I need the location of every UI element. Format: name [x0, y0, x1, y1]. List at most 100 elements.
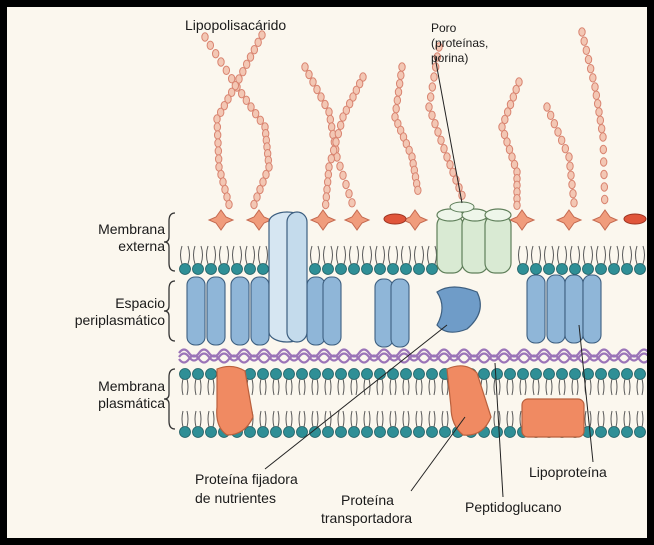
lipid-head	[505, 369, 516, 380]
lipid-tail	[195, 411, 201, 427]
lipid-head	[414, 264, 425, 275]
lipid-head	[310, 369, 321, 380]
lipid-head	[297, 427, 308, 438]
lps-chain	[593, 91, 599, 99]
lipid-tail	[324, 246, 333, 264]
lipid-head	[297, 369, 308, 380]
lipid-head	[531, 369, 542, 380]
lipid-head	[401, 427, 412, 438]
label-lipoproteina: Lipoproteína	[529, 464, 607, 481]
lps-chain	[343, 180, 349, 188]
lipoprotein	[251, 277, 269, 345]
lipid-tail	[415, 246, 424, 264]
lipid-tail	[233, 246, 242, 264]
lps-chain	[251, 45, 257, 53]
lipid-head	[440, 427, 451, 438]
lipid-tail	[311, 246, 320, 264]
lipid-tail	[286, 379, 292, 395]
lipopolysaccharide-chains	[202, 28, 646, 230]
lipid-head	[349, 369, 360, 380]
lps-chain	[558, 136, 564, 144]
label-poro-2: (proteínas,	[431, 36, 488, 50]
lps-chain	[257, 116, 263, 124]
lipid-tail	[338, 411, 344, 427]
lipid-head	[336, 264, 347, 275]
lipid-tail	[429, 379, 435, 395]
lipid-head	[531, 264, 542, 275]
porin-cylinder	[462, 215, 488, 273]
lps-chain	[252, 109, 258, 117]
lipid-head	[362, 427, 373, 438]
lipid-head	[635, 369, 646, 380]
lps-chain	[318, 93, 324, 101]
lps-chain	[310, 78, 316, 86]
label-proteina-transportadora-2: transportadora	[321, 510, 412, 527]
lipid-tail	[390, 411, 396, 427]
lps-chain	[600, 145, 606, 153]
lps-chain	[435, 128, 441, 136]
outer-channel-protein	[287, 212, 307, 342]
lipid-head	[427, 264, 438, 275]
lps-chain	[570, 189, 576, 197]
transporter-protein	[522, 399, 584, 437]
lps-chain	[214, 123, 220, 131]
lps-chain	[590, 74, 596, 82]
lipid-tail	[389, 246, 398, 264]
lipid-head	[596, 369, 607, 380]
lipid-head	[622, 427, 633, 438]
lipid-tail	[299, 379, 305, 395]
lipoprotein	[375, 279, 393, 347]
lipoprotein	[527, 275, 545, 343]
lipid-tail	[350, 246, 359, 264]
lipid-head	[596, 264, 607, 275]
label-proteina-fijadora-1: Proteína fijadora	[195, 471, 298, 488]
lipid-head	[401, 264, 412, 275]
lipid-tail	[532, 246, 541, 264]
lipoprotein	[323, 277, 341, 345]
lipid-head	[180, 369, 191, 380]
lipid-head	[323, 369, 334, 380]
lps-chain	[600, 158, 606, 166]
lps-core	[510, 210, 534, 230]
lps-chain	[243, 60, 249, 68]
lipid-tail	[377, 411, 383, 427]
lipoprotein	[231, 277, 249, 345]
lps-chain	[340, 171, 346, 179]
lps-chain	[447, 160, 453, 168]
lps-chain	[322, 100, 328, 108]
lipid-head	[518, 369, 529, 380]
lps-chain	[598, 124, 604, 132]
lipid-tail	[546, 379, 552, 395]
lps-chain	[337, 121, 343, 129]
lipid-tail	[558, 246, 567, 264]
lps-core	[209, 210, 233, 230]
lipid-tail	[351, 411, 357, 427]
lipid-tail	[260, 411, 266, 427]
lps-chain	[571, 199, 577, 207]
lipoprotein	[565, 275, 583, 343]
lipid-head	[492, 369, 503, 380]
lps-chain	[322, 200, 328, 208]
lipid-head	[544, 369, 555, 380]
lipid-tail	[273, 411, 279, 427]
label-proteina-fijadora-2: de nutrientes	[195, 490, 276, 507]
label-membrana-plasmatica-2: plasmática	[47, 395, 165, 412]
lipid-head	[180, 427, 191, 438]
lipid-head	[570, 369, 581, 380]
lipid-tail	[402, 246, 411, 264]
lipoprotein	[547, 275, 565, 343]
lipid-head	[609, 264, 620, 275]
lipid-tail	[181, 246, 190, 264]
lipoprotein	[391, 279, 409, 347]
lipid-tail	[182, 379, 188, 395]
lps-chain	[579, 28, 585, 36]
lipid-tail	[364, 411, 370, 427]
lipid-tail	[182, 411, 188, 427]
label-poro-1: Poro	[431, 21, 456, 35]
lps-chain	[330, 146, 336, 154]
lipid-head	[232, 264, 243, 275]
lps-cap	[624, 214, 646, 224]
lipid-tail	[442, 411, 448, 427]
lipid-head	[336, 369, 347, 380]
lipid-tail	[637, 379, 643, 395]
